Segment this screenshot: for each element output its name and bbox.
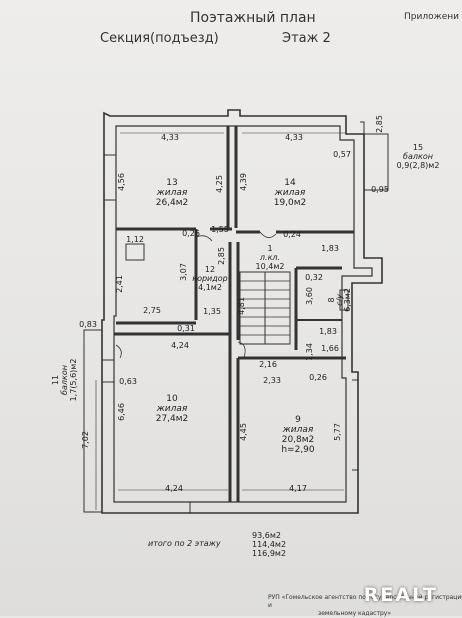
dim-360: 3,60 [305,287,314,305]
dim-134: 1,34 [305,343,314,361]
realt-watermark: REALT [363,584,438,606]
room-9-area: 20,8м2 [282,435,315,445]
dim-417: 4,17 [289,484,307,493]
dim-307: 3,07 [179,263,188,281]
dim-577: 5,77 [333,423,342,441]
dim-083: 0,83 [79,320,97,329]
room-13-area: 26,4м2 [156,198,189,208]
room-11-number: 11 [51,375,60,385]
dim-216: 2,16 [259,360,277,369]
dim-top-left: 4,33 [161,133,179,142]
dim-424b: 4,24 [165,484,183,493]
room-10-type: жилая [156,404,188,414]
dim-057: 0,57 [333,150,351,159]
floor-label: Этаж 2 [282,31,331,46]
totals-label: итого по 2 этажу [148,539,221,548]
stamp-line-1: РУП «Гомельское агентство по государстве… [268,594,462,609]
room-12-number: 12 [205,265,215,274]
stamp-line-2: земельному кадастру» [318,610,391,617]
appendix-label: Приложени [404,12,459,22]
dim-275: 2,75 [143,306,161,315]
dim-166: 1,66 [321,344,339,353]
dim-room14-left: 4,39 [239,173,248,191]
dim-063: 0,63 [119,377,137,386]
dim-241: 2,41 [115,275,124,293]
room-12-area: 4,1м2 [198,283,222,292]
dim-room13-height: 4,56 [117,173,126,191]
dim-646: 6,46 [117,403,126,421]
registry-stamp: РУП «Гомельское агентство по государстве… [268,594,462,618]
totals-value-1: 93,6м2 [252,531,281,540]
dim-026a: 0,26 [182,229,200,238]
totals-value-2: 114,4м2 [252,540,286,549]
room-10-area: 27,4м2 [156,414,189,424]
dim-233: 2,33 [263,376,281,385]
dim-032: 0,32 [305,273,323,282]
room-8-type: с/у [335,294,344,306]
room-14-type: жилая [274,188,306,198]
dim-285b: 2,85 [217,247,226,265]
totals-value-3: 116,9м2 [252,549,286,558]
dim-026b: 0,26 [309,373,327,382]
dim-183b: 1,83 [319,327,337,336]
room-1-number: 1 [267,244,272,253]
room-14-area: 19,0м2 [274,198,307,208]
room-12-type: коридор [192,274,228,283]
room-11-area: 1,7(5,6)м2 [69,359,78,402]
dim-095: 0,95 [371,185,389,194]
section-label: Секция(подъезд) [100,31,219,46]
dim-room13-right: 4,25 [215,175,224,193]
room-13-type: жилая [156,188,188,198]
dim-top-right: 4,33 [285,133,303,142]
room-8-number: 8 [327,297,336,302]
room-11-type: балкон [60,365,69,395]
dim-702: 7,02 [81,431,90,449]
dim-424a: 4,24 [171,341,189,350]
room-1-area: 10,4м2 [256,262,285,271]
dim-balcony-height: 2,85 [375,115,384,133]
dim-112: 1,12 [126,235,144,244]
room-15-number: 15 [413,143,423,152]
room-9-number: 9 [295,415,301,425]
room-15-type: балкон [403,152,433,161]
dim-155: 1,55 [211,225,229,234]
room-9-type: жилая [282,425,314,435]
dim-135: 1,35 [203,307,221,316]
room-13-number: 13 [166,178,177,188]
plan-title: Поэтажный план [190,10,316,26]
room-1-type: л.кл. [259,253,280,262]
dim-481: 4,81 [237,297,246,315]
room-9-height: h=2,90 [281,445,315,455]
dim-183: 1,83 [321,244,339,253]
dim-445: 4,45 [239,423,248,441]
room-10-number: 10 [166,394,178,404]
room-14-number: 14 [284,178,296,188]
dim-024: 0,24 [283,230,301,239]
room-15-area: 0,9(2,8)м2 [397,161,440,170]
dim-031: 0,31 [177,324,195,333]
room-8-area: 6,3м2 [343,288,352,312]
